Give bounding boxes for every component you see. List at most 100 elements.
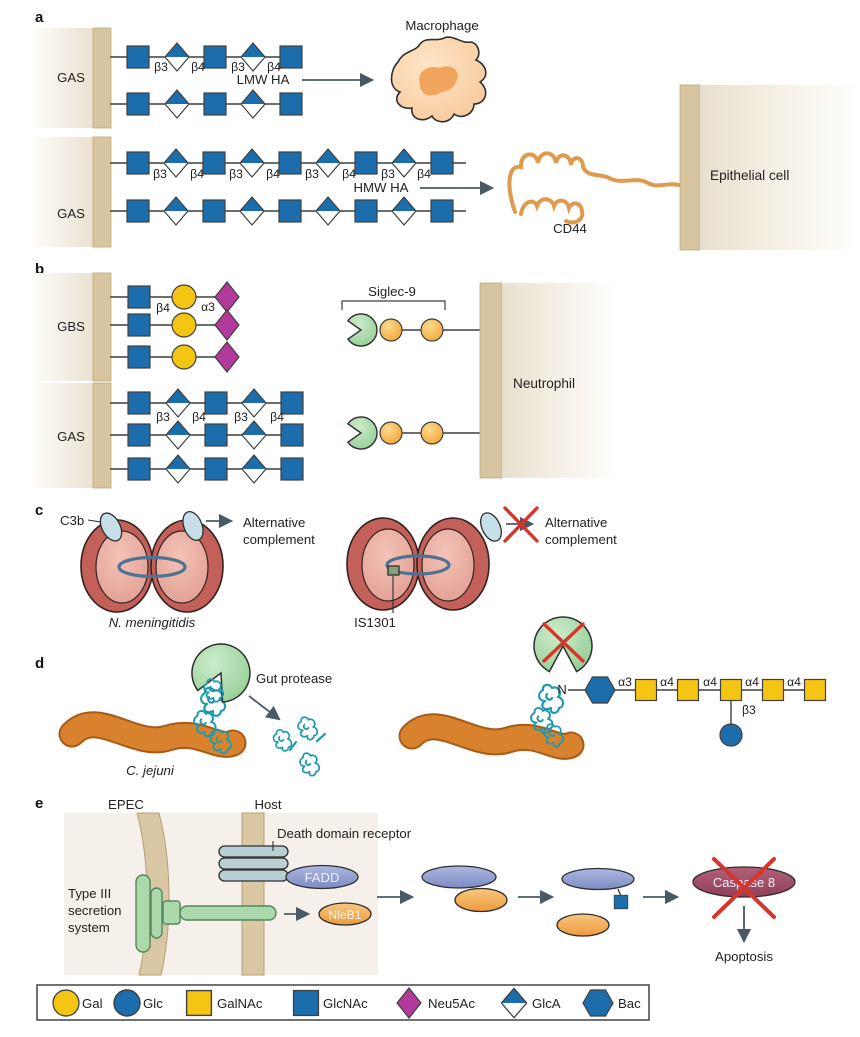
hmw-ha-chain-2 — [110, 196, 466, 226]
dna-ring — [117, 555, 187, 579]
degraded-protein-fragments — [272, 716, 327, 777]
c-jejuni-body — [60, 713, 245, 756]
gbs-sialoglycan-chain-2 — [110, 309, 240, 341]
glcnac-icon — [279, 92, 303, 116]
linkage-label: α4 — [703, 675, 717, 689]
glcnac-icon — [126, 45, 150, 69]
glcnac-icon — [280, 391, 304, 415]
siglec-glycan-circle-icon — [379, 318, 403, 342]
linkage-label: β4 — [342, 167, 356, 181]
gal-icon — [171, 344, 197, 370]
linkage-label: β4 — [270, 410, 284, 424]
linkage-label: β3 — [229, 167, 243, 181]
fadd-protein — [421, 865, 497, 889]
coccus-inner — [95, 530, 149, 604]
alternative-complement-line2: complement — [243, 532, 315, 547]
protein-fragment — [272, 729, 293, 752]
glcnac-icon — [278, 199, 302, 223]
c3b-molecule — [480, 512, 502, 542]
neutrophil-body — [502, 283, 614, 478]
panel-d-letter: d — [35, 655, 44, 672]
siglec9-receptor-bottom — [346, 416, 481, 450]
siglec9-label: Siglec-9 — [368, 284, 416, 299]
linkage-label: β3 — [381, 167, 395, 181]
fragment-tick — [315, 732, 327, 743]
alternative-complement-line1: Alternative — [545, 515, 607, 530]
gas-cell-body-b — [30, 383, 94, 488]
panel-e-background — [64, 813, 378, 975]
linkage-label: β4 — [191, 60, 205, 74]
red-cross-icon — [503, 506, 539, 543]
glcnac-icon — [354, 199, 378, 223]
gal-icon — [171, 284, 197, 310]
glcnac-icon — [204, 457, 228, 481]
siglec9-lectin-icon — [346, 313, 378, 347]
type-iii-secretion-system — [135, 874, 277, 953]
siglec-glycan-circle-icon — [420, 318, 444, 342]
siglec-glycan-circle-icon — [379, 421, 403, 445]
cd44-label: CD44 — [553, 221, 587, 236]
linkage-label: β4 — [417, 167, 431, 181]
glcnac-icon — [280, 423, 304, 447]
glca-icon — [241, 454, 267, 484]
macrophage-label: Macrophage — [405, 18, 478, 33]
gas-cell-wall-b — [92, 382, 112, 489]
galnac-icon — [634, 678, 658, 702]
death-domain-receptor — [218, 845, 289, 882]
c-jejuni-glycoprotected — [398, 616, 593, 760]
epithelial-cell-label: Epithelial cell — [710, 168, 789, 183]
lmw-ha-chain-1: β3 β4 β3 β4 — [110, 42, 303, 74]
glcnacylated-fadd — [556, 867, 635, 937]
meningococcus-is1301-variant — [346, 512, 502, 613]
gut-protease-icon — [191, 643, 251, 703]
legend-label-glc: Glc — [143, 996, 163, 1011]
glcnac-icon — [126, 151, 150, 175]
c3b-molecule — [99, 512, 123, 542]
panel-b-letter: b — [35, 261, 44, 278]
gbs-cell-wall — [92, 272, 112, 382]
panel-e-letter: e — [35, 795, 43, 812]
gal-icon — [171, 312, 197, 338]
apoptosis-label: Apoptosis — [715, 949, 773, 964]
caspase8-protein — [692, 866, 796, 898]
caspase8-label: Caspase 8 — [713, 875, 775, 890]
glcnac-icon — [202, 151, 226, 175]
linkage-label: α4 — [660, 675, 674, 689]
c3b-pointer-line — [87, 519, 102, 523]
siglec9-lectin-icon — [346, 416, 378, 450]
panel-a-letter: a — [35, 9, 44, 26]
gbs-sialoglycan-chain-1: β4 α3 — [110, 281, 240, 315]
glcnac-icon — [127, 313, 151, 337]
linkage-label: β4 — [192, 410, 206, 424]
linkage-label: β4 — [156, 301, 170, 315]
glca-icon — [163, 148, 189, 178]
neutrophil-label: Neutrophil — [513, 376, 575, 391]
n-linked-heptasaccharide: N α3 α4 α4 α4 α4 β3 — [557, 675, 827, 747]
glcnac-icon — [203, 92, 227, 116]
linkage-label: β3 — [234, 410, 248, 424]
linkage-label: α3 — [201, 300, 215, 314]
galnac-icon — [676, 678, 700, 702]
legend-label-gal: Gal — [82, 996, 103, 1011]
host-membrane — [241, 812, 265, 976]
t3ss-needle — [179, 905, 277, 921]
c-jejuni-label: C. jejuni — [126, 763, 175, 778]
glcnac-icon — [430, 199, 454, 223]
legend-label-glcnac: GlcNAc — [323, 996, 368, 1011]
t3ss-label-line3: system — [68, 920, 110, 935]
gas-label-top: GAS — [57, 70, 85, 85]
fadd-protein — [285, 864, 359, 890]
glca-icon — [165, 454, 191, 484]
linkage-label: β3 — [156, 410, 170, 424]
dna-ring — [385, 554, 451, 576]
linkage-label: β3 — [742, 703, 756, 717]
legend-label-galnac: GalNAc — [217, 996, 263, 1011]
legend-label-bac: Bac — [618, 996, 641, 1011]
glcnac-icon — [354, 151, 378, 175]
linkage-label: α3 — [618, 675, 632, 689]
panel-d: d Gut protease C. jejuni N — [35, 616, 827, 778]
t3ss-label-line2: secretion — [68, 903, 122, 918]
fadd-label: FADD — [305, 870, 340, 885]
panel-b: b GBS β4 α3 GAS β3 β4 β3 β4 — [30, 261, 614, 489]
